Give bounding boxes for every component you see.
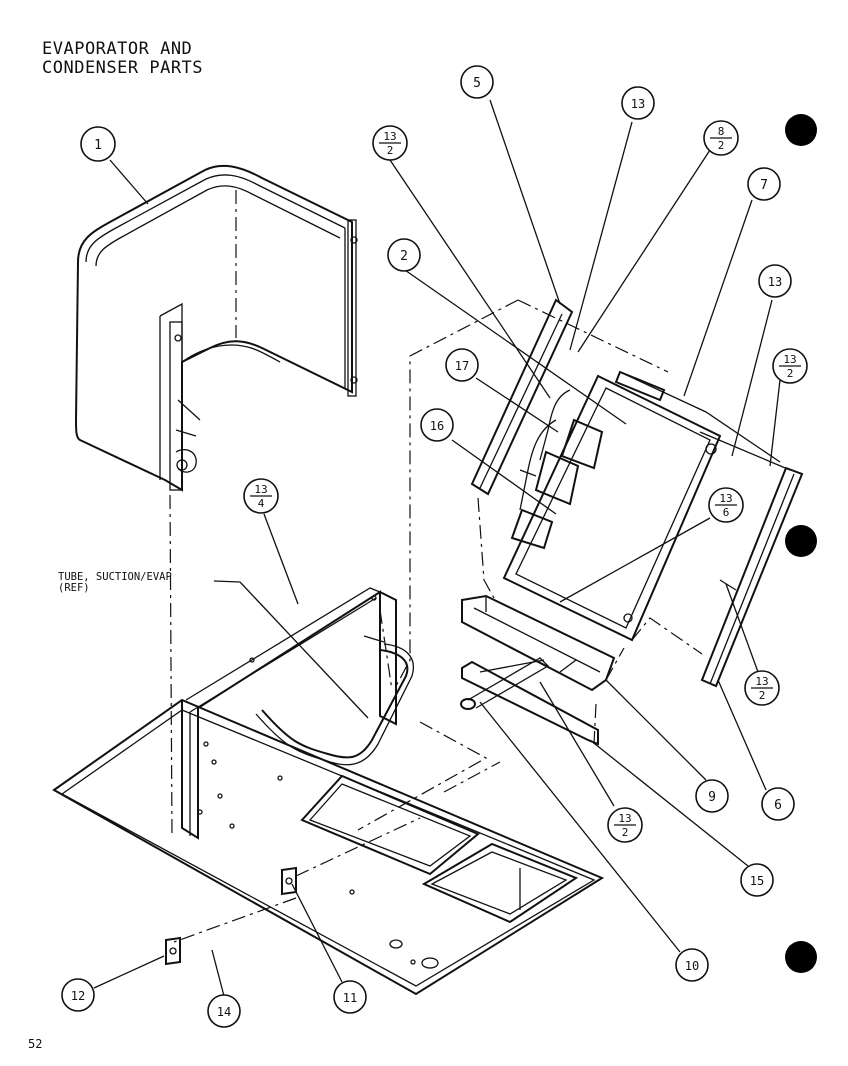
- callout-13-right: 13: [758, 264, 792, 298]
- svg-text:9: 9: [708, 790, 716, 805]
- condenser-coil-part: [74, 164, 358, 492]
- svg-text:14: 14: [217, 1005, 231, 1019]
- page-number: 52: [28, 1037, 43, 1051]
- suction-tube-reference-label: TUBE, SUCTION/EVAP (REF): [58, 572, 172, 594]
- callout-17: 17: [445, 348, 479, 382]
- svg-text:2: 2: [622, 826, 629, 839]
- callout-13-2-top: 13 2: [372, 125, 408, 161]
- svg-text:4: 4: [258, 497, 265, 510]
- svg-text:13: 13: [631, 97, 645, 111]
- callout-12: 12: [61, 978, 95, 1012]
- svg-text:13: 13: [755, 675, 768, 688]
- support-channel-part: [700, 466, 804, 688]
- callout-1: 1: [80, 126, 116, 162]
- svg-text:13: 13: [768, 275, 782, 289]
- svg-text:13: 13: [719, 492, 732, 505]
- base-pan-part: [52, 698, 605, 996]
- svg-text:7: 7: [760, 178, 768, 193]
- callout-5: 5: [460, 65, 494, 99]
- side-channel-part: [470, 298, 574, 496]
- callout-13-2-lower: 13 2: [744, 670, 780, 706]
- callout-13-2-right: 13 2: [772, 348, 808, 384]
- callouts: 1 2 5 13 7 13: [61, 65, 808, 1028]
- suction-tube-part: [255, 643, 414, 766]
- svg-text:10: 10: [685, 959, 699, 973]
- page-title: EVAPORATOR AND CONDENSER PARTS: [42, 40, 203, 78]
- registration-dot-middle: [785, 525, 817, 557]
- svg-text:16: 16: [430, 419, 444, 433]
- callout-15: 15: [740, 863, 774, 897]
- callout-13-top: 13: [621, 86, 655, 120]
- callout-13-2-bottom: 13 2: [607, 807, 643, 843]
- callout-16: 16: [420, 408, 454, 442]
- svg-text:2: 2: [400, 249, 408, 264]
- ref-label-line-2: (REF): [58, 582, 90, 594]
- title-line-2: CONDENSER PARTS: [42, 58, 204, 78]
- callout-9: 9: [695, 779, 729, 813]
- svg-text:2: 2: [387, 144, 394, 157]
- svg-text:1: 1: [94, 138, 102, 153]
- svg-text:8: 8: [718, 125, 725, 138]
- callout-14: 14: [207, 994, 241, 1028]
- svg-text:13: 13: [618, 812, 631, 825]
- svg-text:13: 13: [783, 353, 796, 366]
- rail-part: [460, 657, 599, 746]
- partition-panel-part: [181, 587, 397, 840]
- callout-10: 10: [675, 948, 709, 982]
- evaporator-coil-part: [502, 370, 722, 642]
- callout-13-4: 13 4: [243, 478, 279, 514]
- svg-text:5: 5: [473, 76, 481, 91]
- svg-text:12: 12: [71, 989, 85, 1003]
- top-bracket-part: [619, 371, 791, 471]
- registration-dot-top: [785, 114, 817, 146]
- svg-text:15: 15: [750, 874, 764, 888]
- callout-8-2: 8 2: [703, 120, 739, 156]
- ref-label-line-1: TUBE, SUCTION/EVAP: [58, 571, 172, 583]
- svg-text:17: 17: [455, 359, 469, 373]
- svg-text:6: 6: [774, 798, 782, 813]
- svg-text:13: 13: [383, 130, 396, 143]
- svg-text:6: 6: [723, 506, 730, 519]
- registration-dot-bottom: [785, 941, 817, 973]
- drain-pan-part: [461, 594, 616, 692]
- leader-lines: [93, 99, 781, 997]
- callout-7: 7: [747, 167, 781, 201]
- callout-11: 11: [333, 980, 367, 1014]
- assembly-alignment-lines: [173, 299, 703, 943]
- title-line-1: EVAPORATOR AND: [42, 39, 193, 59]
- svg-text:2: 2: [787, 367, 794, 380]
- svg-text:11: 11: [343, 991, 357, 1005]
- svg-text:2: 2: [759, 689, 766, 702]
- callout-2: 2: [387, 238, 421, 272]
- callout-13-6: 13 6: [708, 487, 744, 523]
- svg-text:2: 2: [718, 139, 725, 152]
- callout-6: 6: [761, 787, 795, 821]
- svg-text:13: 13: [254, 483, 267, 496]
